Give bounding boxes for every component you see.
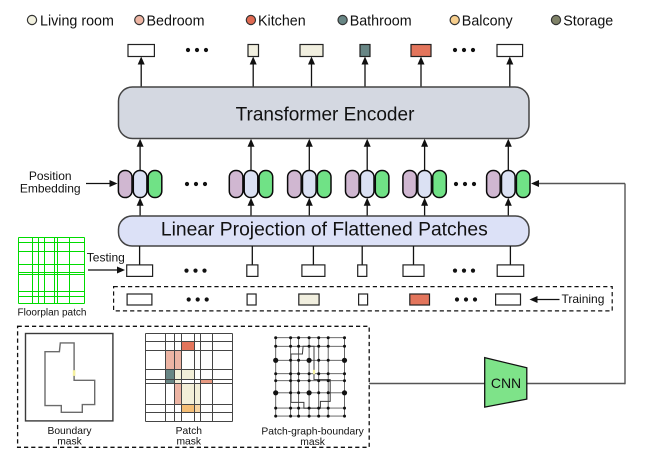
svg-text:Bathroom: Bathroom: [350, 13, 412, 29]
svg-text:Kitchen: Kitchen: [258, 13, 306, 29]
svg-text:Position: Position: [29, 169, 72, 183]
svg-text:Floorplan patch: Floorplan patch: [18, 308, 87, 319]
svg-text:Balcony: Balcony: [462, 13, 514, 29]
svg-text:Transformer Encoder: Transformer Encoder: [236, 104, 415, 125]
svg-text:Patch: Patch: [176, 426, 203, 437]
svg-text:mask: mask: [176, 437, 201, 448]
svg-text:Living room: Living room: [40, 13, 114, 29]
svg-text:Testing: Testing: [87, 250, 125, 264]
svg-text:Patch-graph-boundary: Patch-graph-boundary: [261, 426, 364, 437]
svg-text:Linear Projection of Flattened: Linear Projection of Flattened Patches: [161, 220, 488, 241]
svg-text:Training: Training: [562, 292, 605, 306]
svg-text:CNN: CNN: [491, 375, 521, 391]
svg-text:mask: mask: [57, 437, 82, 448]
svg-text:mask: mask: [300, 437, 325, 448]
svg-text:Embedding: Embedding: [20, 181, 81, 195]
svg-text:Boundary: Boundary: [47, 426, 92, 437]
svg-text:Bedroom: Bedroom: [147, 13, 205, 29]
svg-text:Storage: Storage: [563, 13, 613, 29]
